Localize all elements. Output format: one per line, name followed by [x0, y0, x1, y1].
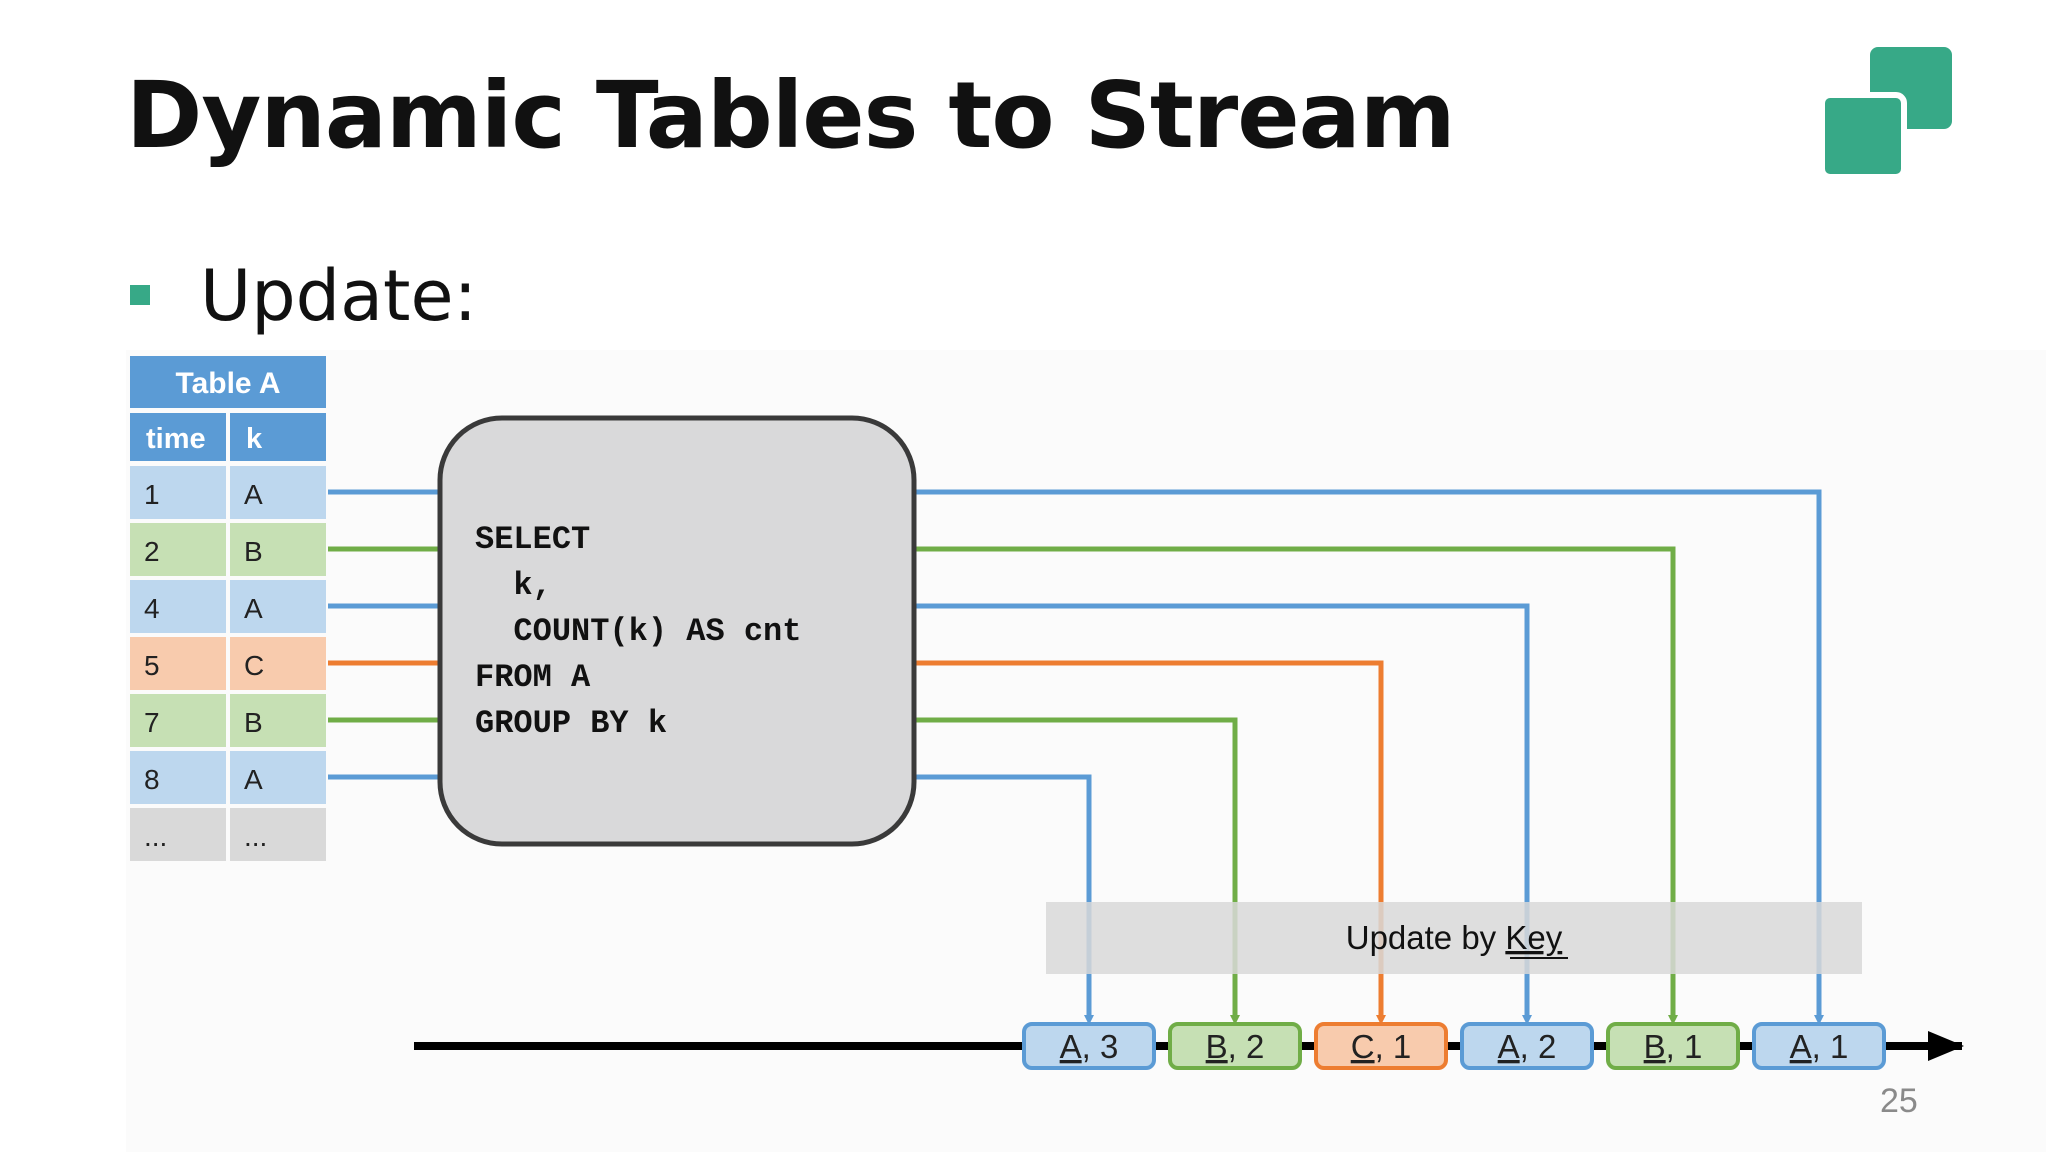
table-cell-time	[130, 694, 226, 747]
stream-record-value: , 1	[1666, 1028, 1703, 1065]
table-row-time: ...	[144, 821, 167, 852]
stream-record: C, 1	[1314, 1022, 1448, 1070]
table-row-time: 4	[144, 593, 160, 624]
stream-record-value: , 2	[1228, 1028, 1265, 1065]
stream-record: A, 3	[1022, 1022, 1156, 1070]
table-row-k: C	[244, 650, 264, 681]
update-band: Update by Key	[1046, 902, 1862, 974]
table-header-k: k	[246, 423, 263, 455]
stream-record-key: C	[1351, 1028, 1375, 1065]
logo-icon	[1820, 47, 1952, 180]
update-band-shape	[1046, 902, 1862, 974]
stream-record-value: , 1	[1375, 1028, 1412, 1065]
table-row-time: 7	[144, 707, 160, 738]
table-header-cell	[130, 413, 226, 461]
table-row-k: B	[244, 536, 263, 567]
table-cell-k	[230, 808, 326, 861]
update-band-prefix: Update by	[1346, 919, 1506, 956]
stream-record-label: B, 2	[1206, 1028, 1265, 1065]
stream-record-label: A, 2	[1498, 1028, 1557, 1065]
stream-record: A, 2	[1460, 1022, 1594, 1070]
table-cell-time	[130, 523, 226, 576]
table-row-k: A	[244, 764, 263, 795]
table-cell-time	[130, 466, 226, 519]
stream-record: B, 1	[1606, 1022, 1740, 1070]
stream-record-box	[1752, 1022, 1886, 1070]
stream-record-box	[1460, 1022, 1594, 1070]
table-header-cell	[230, 413, 326, 461]
stream-record-label: A, 3	[1060, 1028, 1119, 1065]
stream-record-value: , 3	[1082, 1028, 1119, 1065]
table-row-k: A	[244, 479, 263, 510]
query-line: COUNT(k) AS cnt	[475, 613, 801, 650]
stream-record-key: A	[1498, 1028, 1520, 1065]
table-cell-k	[230, 580, 326, 633]
table-row-k: A	[244, 593, 263, 624]
output-line-5	[912, 489, 1824, 1025]
stream-record-key: A	[1060, 1028, 1082, 1065]
table-row-time: 2	[144, 536, 160, 567]
table-cell-k	[230, 694, 326, 747]
stream-record-box	[1022, 1022, 1156, 1070]
query-box-shape	[437, 415, 917, 847]
bullet-text: Update:	[200, 255, 478, 337]
table-cell-time	[130, 751, 226, 804]
update-band-label: Update by Key	[1346, 919, 1563, 956]
output-line-4	[912, 546, 1678, 1025]
slide-title: Dynamic Tables to Stream	[126, 62, 1456, 169]
table-header-time: time	[146, 423, 206, 455]
stream-record: B, 2	[1168, 1022, 1302, 1070]
stream-record-key: B	[1206, 1028, 1228, 1065]
table-row-k: ...	[244, 821, 267, 852]
stream-record-key: B	[1644, 1028, 1666, 1065]
table-cell-time	[130, 637, 226, 690]
stream-record-value: , 1	[1812, 1028, 1849, 1065]
update-band-key: Key	[1505, 919, 1562, 956]
table-cell-time	[130, 808, 226, 861]
query-line: GROUP BY k	[475, 705, 667, 742]
stream-record-label: C, 1	[1351, 1028, 1412, 1065]
output-line-0	[912, 774, 1094, 1025]
table-title: Table A	[175, 367, 280, 400]
table-cell-k	[230, 637, 326, 690]
table-row-time: 1	[144, 479, 160, 510]
stream-record-key: A	[1790, 1028, 1812, 1065]
stream-record-box	[1314, 1022, 1448, 1070]
table-title-cell	[130, 356, 326, 408]
query-line: FROM A	[475, 659, 591, 696]
stream-record: A, 1	[1752, 1022, 1886, 1070]
table-cell-k	[230, 466, 326, 519]
table-cell-k	[230, 751, 326, 804]
table-row-time: 8	[144, 764, 160, 795]
table-row-time: 5	[144, 650, 160, 681]
stream-record-box	[1168, 1022, 1302, 1070]
page-number: 25	[1880, 1082, 1918, 1120]
table-cell-k	[230, 523, 326, 576]
stream-record-label: B, 1	[1644, 1028, 1703, 1065]
stream-record-label: A, 1	[1790, 1028, 1849, 1065]
bullet-marker	[130, 285, 150, 305]
output-line-1	[912, 717, 1240, 1025]
table-row-k: B	[244, 707, 263, 738]
stream-record-value: , 2	[1520, 1028, 1557, 1065]
query-line: k,	[475, 567, 552, 604]
query-line: SELECT	[475, 521, 590, 558]
stream-record-box	[1606, 1022, 1740, 1070]
output-line-2	[912, 660, 1386, 1025]
table-cell-time	[130, 580, 226, 633]
output-line-3	[912, 603, 1532, 1025]
